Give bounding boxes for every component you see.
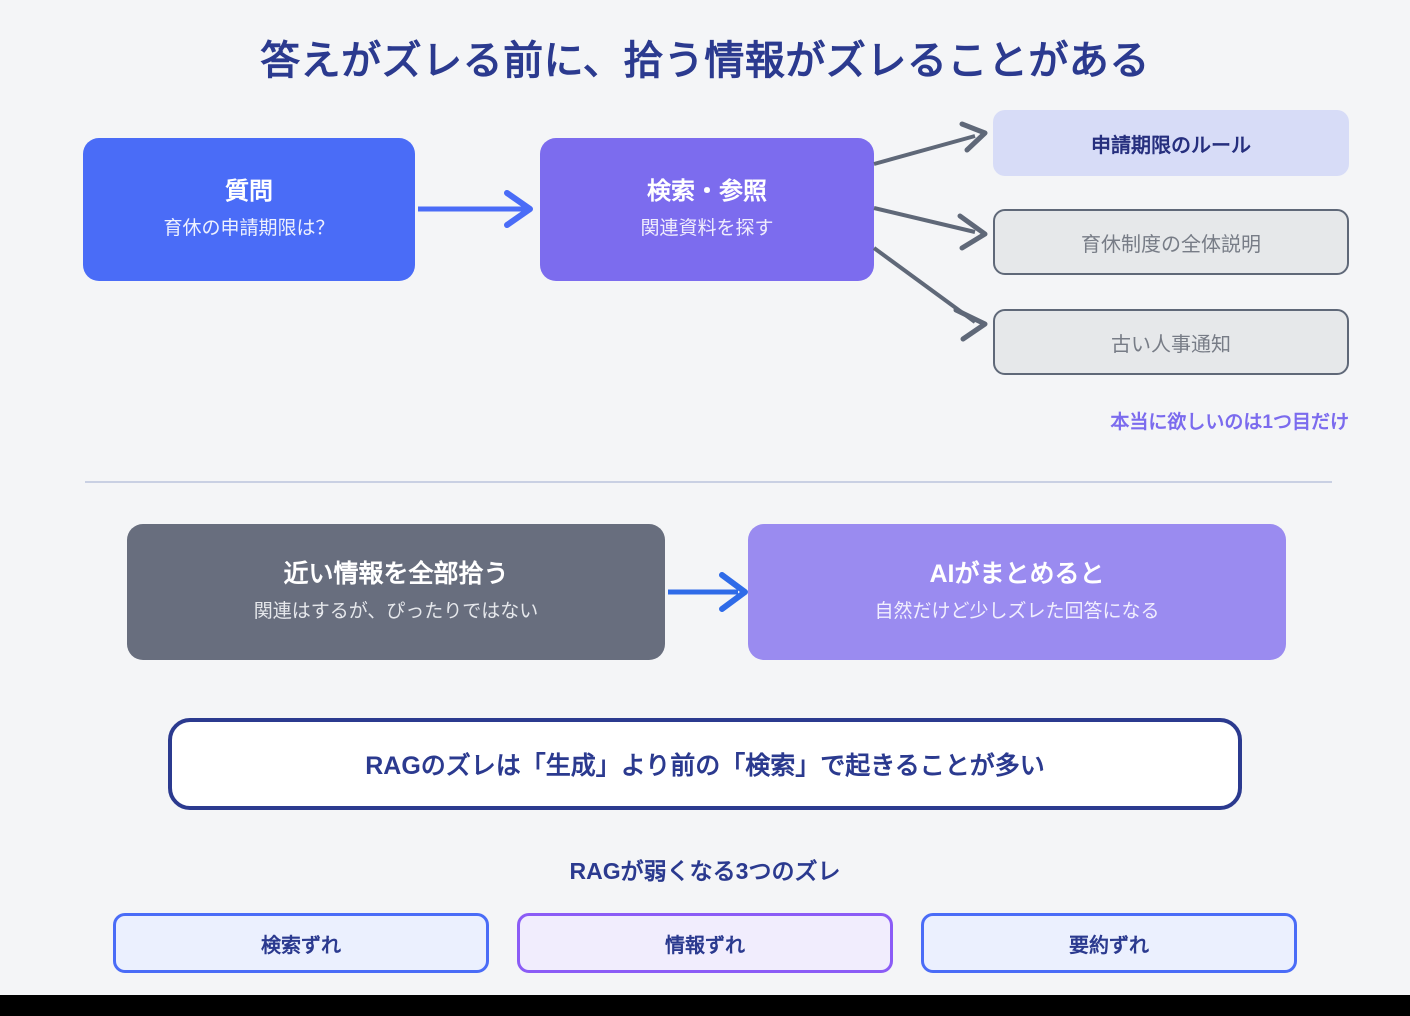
result-chip-noise-1: 育休制度の全体説明 [993,209,1349,275]
node-summarize-subtitle: 自然だけど少しズレた回答になる [874,601,1160,623]
result-chip-relevant: 申請期限のルール [993,110,1349,176]
node-gather: 近い情報を全部拾う 関連はするが、ぴったりではない [127,524,665,660]
node-summarize: AIがまとめると 自然だけど少しズレた回答になる [748,524,1286,660]
node-retrieve: 検索・参照 関連資料を探す [540,138,874,281]
chip-information-drift[interactable]: 情報ずれ [517,913,893,973]
arrow-retrieve-to-result-2 [873,206,988,251]
node-question-subtitle: 育休の申請期限は？ [163,218,335,240]
chip-summary-drift[interactable]: 要約ずれ [921,913,1297,973]
arrow-retrieve-to-result-3 [872,246,988,342]
result-note: 本当に欲しいのは1つ目だけ [1110,412,1349,433]
node-question-title: 質問 [225,178,273,206]
node-gather-subtitle: 関連はするが、ぴったりではない [253,601,539,623]
result-chip-noise-2: 古い人事通知 [993,309,1349,375]
conclusion-banner: RAGのズレは「生成」より前の「検索」で起きることが多い [168,718,1242,810]
bottom-section-heading: RAGが弱くなる3つのズレ [569,858,841,884]
bottom-black-bar [0,995,1410,1016]
node-retrieve-title: 検索・参照 [647,178,767,206]
section-divider [85,481,1332,483]
arrow-retrieve-to-result-1 [873,121,988,166]
arrow-gather-to-summarize [668,572,748,612]
node-retrieve-subtitle: 関連資料を探す [640,218,774,240]
node-question: 質問 育休の申請期限は？ [83,138,415,281]
arrow-question-to-retrieve [418,190,533,228]
chip-search-drift[interactable]: 検索ずれ [113,913,489,973]
node-gather-title: 近い情報を全部拾う [283,560,509,589]
node-summarize-title: AIがまとめると [929,560,1105,589]
page-title: 答えがズレる前に、拾う情報がズレることがある [260,39,1150,83]
